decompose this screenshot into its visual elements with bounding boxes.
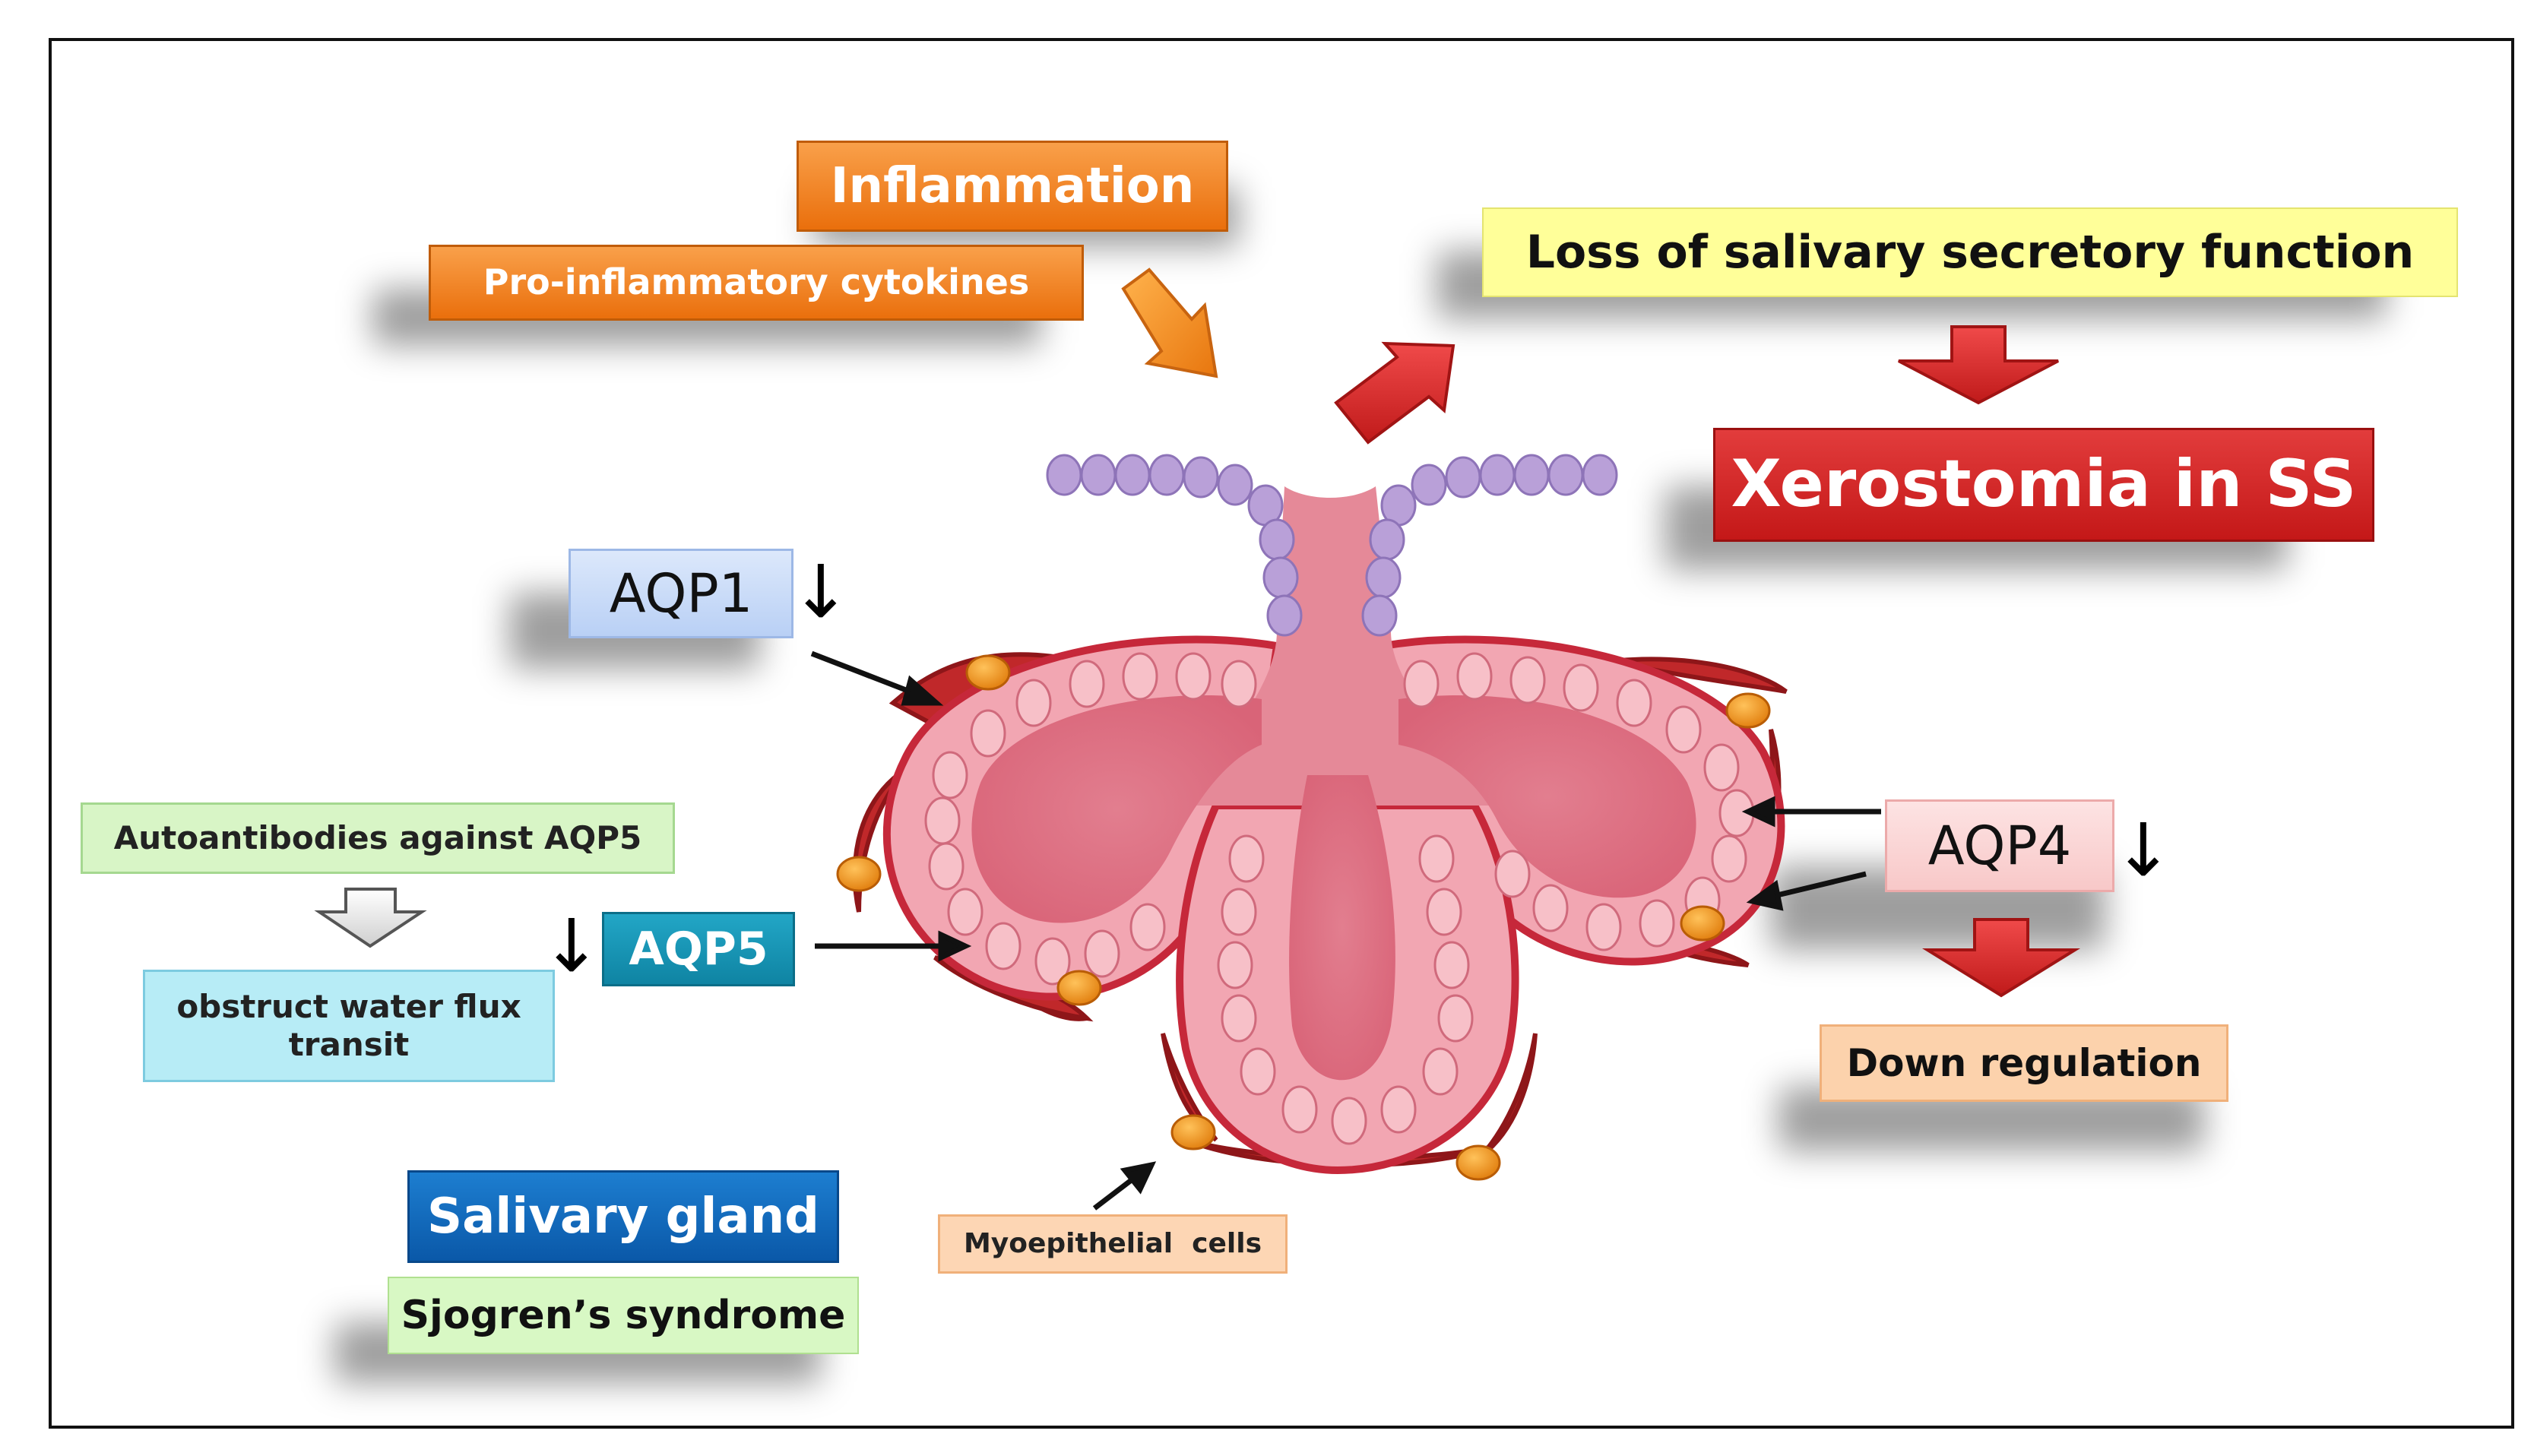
aqp4-label: AQP4: [1927, 815, 2072, 877]
down-regulation-label: Down regulation: [1846, 1041, 2202, 1085]
salivary-gland-label: Salivary gland: [427, 1188, 819, 1245]
myoepithelial-cell-right-upper: [1611, 657, 1788, 694]
xerostomia-label: Xerostomia in SS: [1731, 446, 2357, 523]
aqp1-down-arrow-glyph: ↓: [790, 549, 852, 635]
xerostomia-box: Xerostomia in SS: [1713, 428, 2374, 542]
aqp5-down-arrow-glyph: ↓: [540, 904, 603, 989]
inflammation-label: Inflammation: [830, 157, 1195, 214]
aqp4-pointer-arrowhead-lower: [1746, 879, 1784, 911]
red-arrow-up-right-icon: [1334, 341, 1455, 445]
aqp4-down-arrow-glyph: ↓: [2112, 808, 2174, 894]
aqp1-pointer-arrow: [810, 650, 921, 698]
aqp5-label: AQP5: [629, 923, 768, 976]
myoepithelial-cell-left-mid: [852, 765, 911, 913]
aqp5-pointer-arrowhead: [938, 930, 972, 962]
aqp1-down-arrow-icon: ↓: [790, 547, 851, 638]
myoepithelial-box: Myoepithelial cells: [938, 1214, 1288, 1274]
aqp1-pointer-arrowhead: [901, 675, 944, 706]
salivary-gland-box: Salivary gland: [407, 1170, 839, 1263]
cytokines-label: Pro-inflammatory cytokines: [483, 261, 1030, 303]
autoantibodies-box: Autoantibodies against AQP5: [81, 802, 675, 874]
sjogren-box: Sjogren’s syndrome: [388, 1277, 859, 1354]
aqp5-down-arrow-icon: ↓: [541, 901, 602, 992]
aqp5-box: AQP5: [602, 912, 795, 986]
obstruct-label: obstruct water flux transit: [176, 987, 521, 1063]
inflammation-box: Inflammation: [797, 141, 1228, 232]
myoepithelial-cell-bottom-left: [1161, 1033, 1218, 1142]
loss-function-box: Loss of salivary secretory function: [1482, 207, 2458, 297]
aqp4-box: AQP4: [1885, 799, 2114, 892]
bottom-lumen: [1289, 775, 1395, 1081]
myoepithelial-nuclei: [836, 654, 1771, 1181]
epithelial-cells: [924, 652, 1755, 1145]
right-lumen: [1398, 695, 1696, 898]
gray-arrow-down-icon: [314, 888, 427, 948]
red-arrow-down-to-xerostomia-icon: [1898, 325, 2059, 405]
orange-arrow-icon: [1121, 267, 1218, 378]
pointer-arrows: [810, 650, 1881, 1211]
autoantibodies-label: Autoantibodies against AQP5: [113, 818, 642, 856]
sjogren-label: Sjogren’s syndrome: [401, 1292, 846, 1338]
duct-lining: [1046, 454, 1618, 637]
down-regulation-box: Down regulation: [1820, 1024, 2228, 1102]
aqp4-down-arrow-icon: ↓: [2113, 806, 2174, 897]
acini-tissue: [882, 486, 1785, 1175]
aqp1-label: AQP1: [609, 562, 753, 625]
aqp4-pointer-arrowhead-upper: [1741, 796, 1775, 828]
aqp4-pointer-arrow-lower: [1770, 871, 1867, 900]
myoepithelial-pointer-arrowhead: [1120, 1161, 1157, 1195]
loss-function-label: Loss of salivary secretory function: [1525, 226, 2415, 279]
left-lumen: [971, 695, 1262, 923]
red-arrow-down-to-regulation-icon: [1921, 918, 2081, 998]
myoepithelial-pointer-arrow: [1092, 1174, 1139, 1211]
obstruct-box: obstruct water flux transit: [143, 970, 555, 1082]
myoepithelial-label: Myoepithelial cells: [963, 1228, 1262, 1260]
cytokines-box: Pro-inflammatory cytokines: [429, 245, 1084, 321]
aqp1-box: AQP1: [569, 549, 793, 638]
